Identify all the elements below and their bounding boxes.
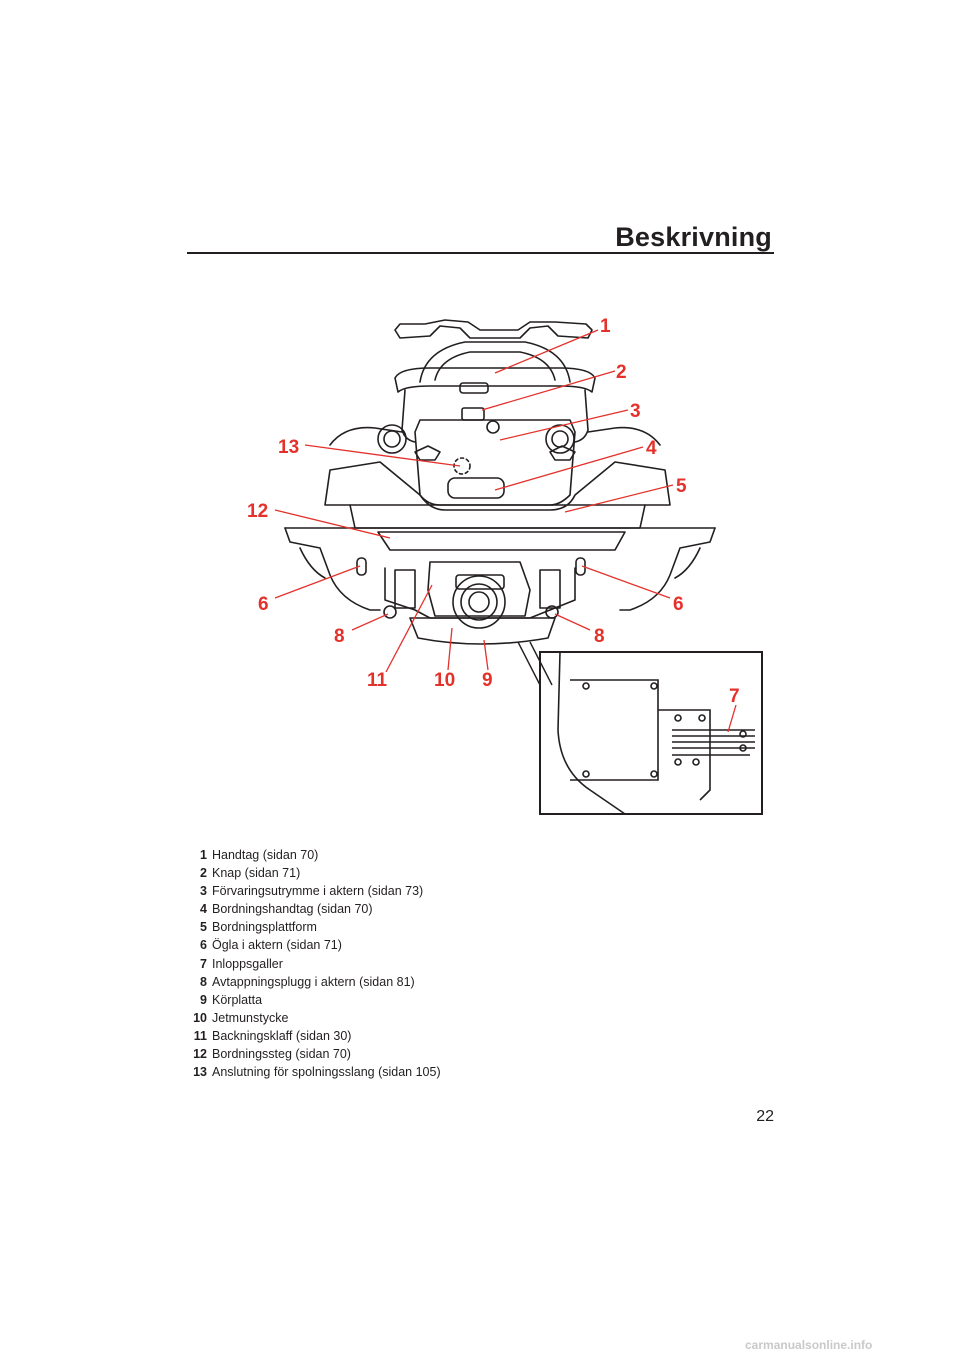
legend-number: 1 xyxy=(200,848,207,862)
legend-text: Körplatta xyxy=(212,992,263,1007)
legend-number: 5 xyxy=(200,920,207,935)
legend-text: Förvaringsutrymme i aktern (sidan 73) xyxy=(212,884,424,899)
legend-number: 6 xyxy=(200,938,207,953)
legend-number: 11 xyxy=(193,1028,207,1043)
callout-9: 9 xyxy=(482,670,493,691)
page-title: Beskrivning xyxy=(615,222,772,252)
legend-number: 12 xyxy=(193,1047,207,1062)
callout-11: 11 xyxy=(367,670,388,691)
inlet-grate-inset xyxy=(539,651,763,815)
legend-text: Jetmunstycke xyxy=(212,1010,289,1025)
callout-10: 10 xyxy=(434,670,455,691)
callout-13: 13 xyxy=(278,437,299,458)
legend-item: 10 Jetmunstycke xyxy=(183,1009,603,1027)
watermark: carmanualsonline.info xyxy=(745,1338,873,1352)
legend-text: Knap (sidan 71) xyxy=(212,866,301,881)
legend-number: 3 xyxy=(200,884,207,899)
callout-6-right: 6 xyxy=(673,594,684,615)
legend-text: Bordningssteg (sidan 70) xyxy=(212,1047,351,1062)
legend-item: 5 Bordningsplattform xyxy=(183,918,603,936)
title-rule xyxy=(187,252,774,254)
legend-text: Backningsklaff (sidan 30) xyxy=(212,1028,352,1043)
legend-item: 12 Bordningssteg (sidan 70) xyxy=(183,1045,603,1063)
legend-item: 3 Förvaringsutrymme i aktern (sidan 73) xyxy=(183,882,603,900)
callout-5: 5 xyxy=(676,476,687,497)
legend-number: 2 xyxy=(200,866,207,881)
callout-12: 12 xyxy=(247,501,268,522)
callout-6-left: 6 xyxy=(258,594,269,615)
legend-item: 4 Bordningshandtag (sidan 70) xyxy=(183,900,603,918)
legend-number: 8 xyxy=(200,974,207,989)
legend-item: 13 Anslutning för spolningsslang (sidan 1… xyxy=(183,1063,603,1081)
parts-legend: 1 Handtag (sidan 70) 2 Knap (sidan 71) 3 Fö… xyxy=(183,846,603,1081)
callout-2: 2 xyxy=(616,362,627,383)
callout-1: 1 xyxy=(600,316,611,337)
callout-3: 3 xyxy=(630,401,641,422)
legend-text: Ögla i aktern (sidan 71) xyxy=(212,938,342,953)
legend-item: 2 Knap (sidan 71) xyxy=(183,864,603,882)
legend-item: 8 Avtappningsplugg i aktern (sidan 81) xyxy=(183,973,603,991)
legend-text: Anslutning för spolningsslang (sidan 105… xyxy=(212,1065,441,1080)
callout-8-left: 8 xyxy=(334,626,345,647)
page-number: 22 xyxy=(756,1108,774,1125)
legend-item: 11 Backningsklaff (sidan 30) xyxy=(183,1027,603,1045)
legend-number: 9 xyxy=(200,992,207,1007)
legend-item: 1 Handtag (sidan 70) xyxy=(183,846,603,864)
legend-text: Inloppsgaller xyxy=(212,956,283,971)
legend-text: Handtag (sidan 70) xyxy=(212,848,319,862)
legend-item: 6 Ögla i aktern (sidan 71) xyxy=(183,936,603,954)
legend-text: Bordningshandtag (sidan 70) xyxy=(212,902,373,917)
legend-number: 10 xyxy=(193,1010,207,1025)
legend-number: 4 xyxy=(200,902,207,917)
callout-4: 4 xyxy=(646,438,657,459)
watercraft-rear-illustration: 1 2 3 4 5 6 6 7 8 8 9 10 11 12 13 xyxy=(247,316,763,815)
legend-item: 7 Inloppsgaller xyxy=(183,955,603,973)
legend-text: Bordningsplattform xyxy=(212,920,317,935)
legend-number: 7 xyxy=(200,956,207,971)
callout-7: 7 xyxy=(729,686,740,707)
legend-item: 9 Körplatta xyxy=(183,991,603,1009)
legend-number: 13 xyxy=(193,1065,207,1080)
legend-text: Avtappningsplugg i aktern (sidan 81) xyxy=(212,974,415,989)
callout-8-right: 8 xyxy=(594,626,605,647)
